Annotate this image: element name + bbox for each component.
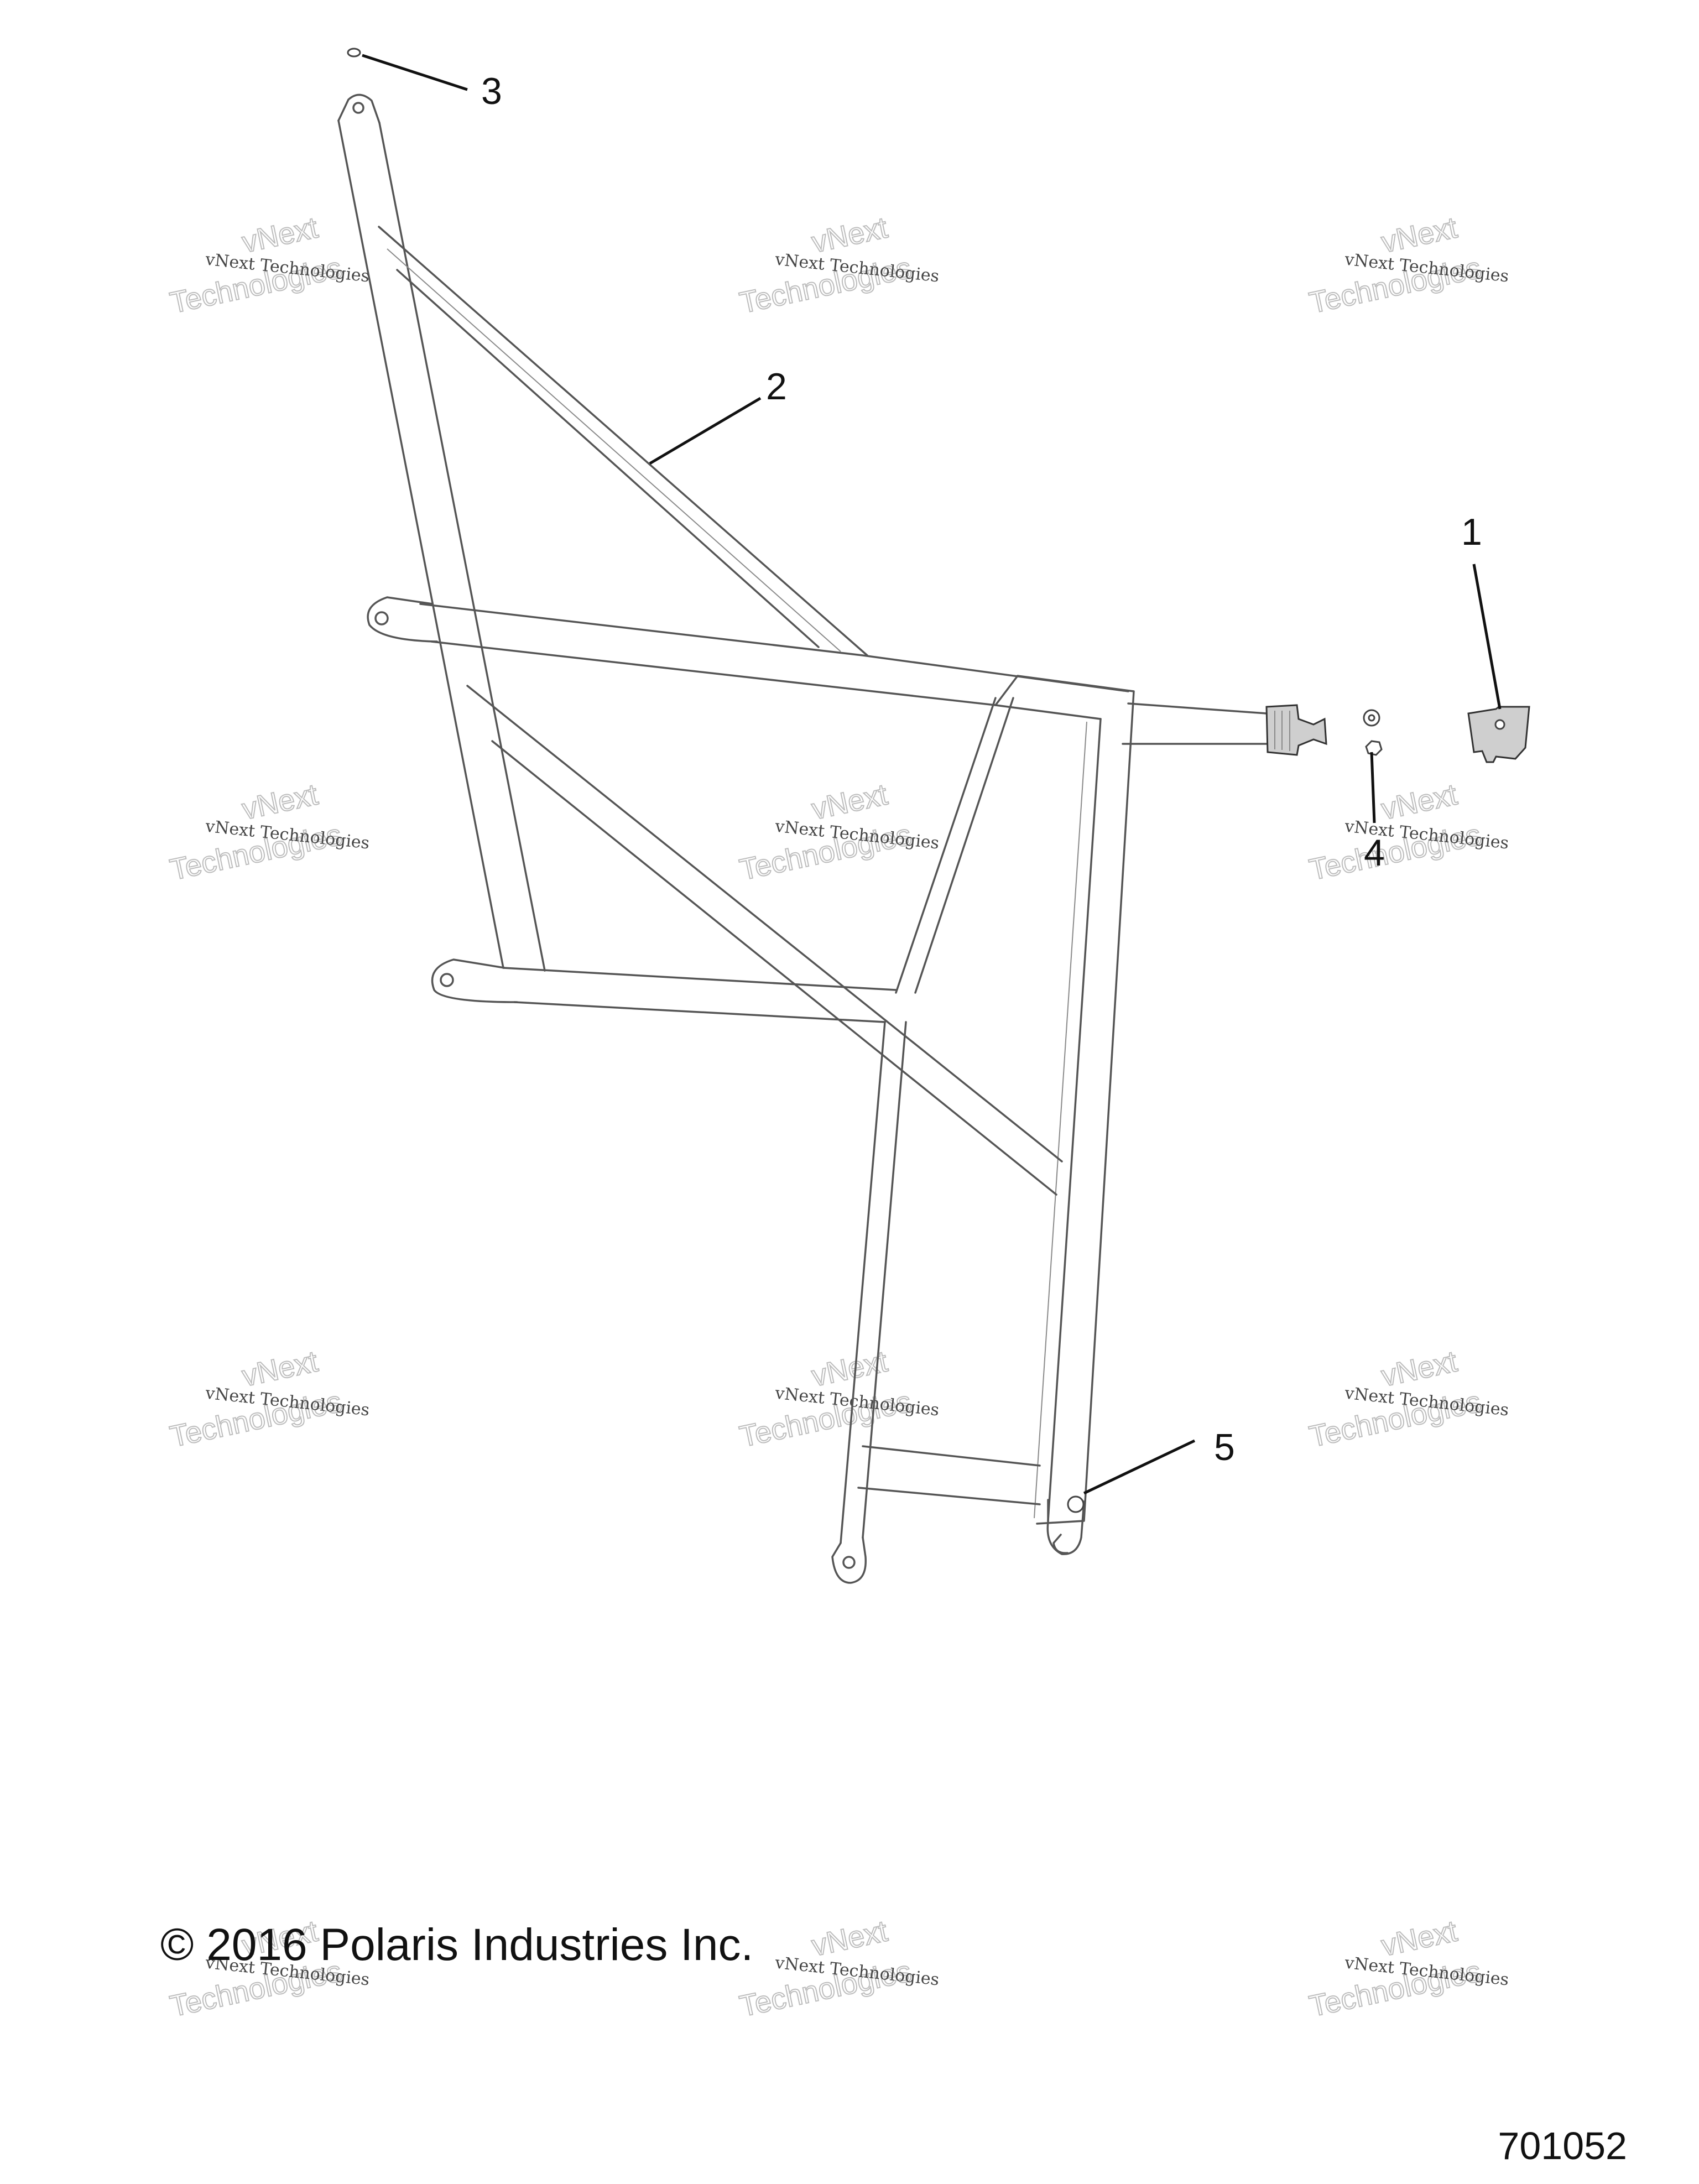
frame-upper-diagonal-edge [387,248,841,652]
frame-upper-bar [419,603,1129,720]
item-1-striker [1467,706,1530,763]
watermark-large-1: vNext [239,211,321,259]
watermark-large-1: vNext [809,778,890,826]
frame-top-tab [337,93,381,124]
frame-bottom-right-hinge [1046,1499,1085,1555]
frame-lower-tab-hole [440,973,454,987]
pin-icon [347,48,361,58]
item-3-pin [347,48,361,58]
striker-hole-icon [1494,719,1505,730]
frame-bottom-bar [857,1445,1041,1505]
watermark: vNext Technologies vNext Technologies [736,777,940,887]
item-4-fastener [1363,709,1383,756]
frame-latch-arm [1122,702,1268,745]
watermark: vNext Technologies vNext Technologies [1306,210,1510,320]
callout-5: 5 [1214,1426,1235,1468]
frame-bottom-left-tab [831,1536,867,1584]
watermark: vNext Technologies vNext Technologies [1306,777,1510,887]
watermark: vNext Technologies vNext Technologies [166,210,371,320]
watermark-large-1: vNext [1378,1914,1460,1962]
frame-lower-diagonal [466,685,1063,1196]
copyright-notice: © 2016 Polaris Industries Inc. [160,1920,754,1970]
latch-handle [1265,704,1327,756]
leader-4 [1370,752,1376,823]
diagram-number: 701052 [1498,2124,1627,2167]
nut-icon [1365,740,1383,756]
watermark: vNext Technologies vNext Technologies [736,1344,940,1454]
frame-right-panel [994,675,1135,1525]
leader-1 [1472,564,1502,710]
frame-inner-brace [895,697,1014,994]
leader-2 [649,397,762,465]
latch-handle-ribs [1274,711,1290,751]
watermark-large-1: vNext [1378,778,1460,826]
callout-1: 1 [1461,511,1482,553]
frame-bottom-left-tab-hole [842,1556,856,1569]
watermark-large-1: vNext [239,778,321,826]
striker-bracket-icon [1467,706,1530,763]
frame-upper-tab-hole [374,611,389,626]
item-5-bolt [1067,1495,1085,1513]
frame-bottom-right-hinge-pin [1052,1534,1069,1554]
watermark-large-1: vNext [239,1344,321,1393]
watermark-large-1: vNext [1378,211,1460,259]
watermark: vNext Technologies vNext Technologies [166,1344,371,1454]
leader-3 [362,54,468,91]
frame-right-panel-edge [1034,721,1087,1519]
watermark: vNext Technologies vNext Technologies [1306,1344,1510,1454]
leader-5 [1083,1439,1196,1495]
watermark-large-1: vNext [809,1914,890,1962]
watermark-large-1: vNext [809,211,890,259]
watermark: vNext Technologies vNext Technologies [736,210,940,320]
watermark-large-1: vNext [1378,1344,1460,1393]
frame-lower-bar [502,967,897,1023]
callout-labels: 1 2 3 4 5 [481,70,1482,1468]
callout-2: 2 [766,366,787,408]
frame-upper-diagonal [378,226,868,656]
latch-handle-body [1265,704,1327,756]
door-frame [337,93,1268,1584]
callout-3: 3 [481,70,502,112]
watermark: vNext Technologies vNext Technologies [1306,1914,1510,2024]
bolt-icon [1067,1495,1085,1513]
frame-lower-tab [431,958,518,1003]
callout-4: 4 [1364,832,1385,874]
callout-leaders [362,54,1502,1495]
frame-top-tab-hole [352,102,364,114]
watermark: vNext Technologies vNext Technologies [736,1914,940,2024]
frame-upper-tab [367,596,438,643]
frame-lower-leg [840,1021,907,1544]
watermark-layer: vNext Technologies vNext Technologies vN… [166,210,1510,2024]
washer-inner-icon [1368,714,1375,722]
watermark: vNext Technologies vNext Technologies [166,777,371,887]
